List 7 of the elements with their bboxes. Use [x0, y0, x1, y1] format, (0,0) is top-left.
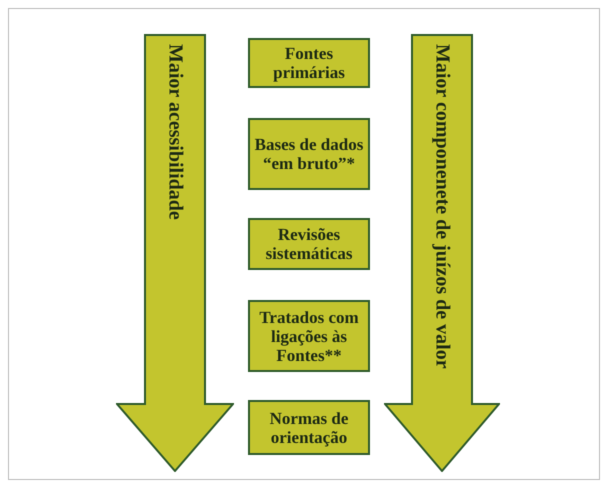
process-box: Revisões sistemáticas	[248, 218, 370, 270]
process-box: Tratados com ligações às Fontes**	[248, 300, 370, 372]
process-box: Normas de orientação	[248, 400, 370, 455]
arrow-label: Maior componenete de juízos de valor	[430, 44, 454, 369]
arrow-label: Maior acessibilidade	[164, 44, 186, 220]
process-box: Bases de dados “em bruto”*	[248, 118, 370, 190]
process-box: Fontes primárias	[248, 38, 370, 88]
